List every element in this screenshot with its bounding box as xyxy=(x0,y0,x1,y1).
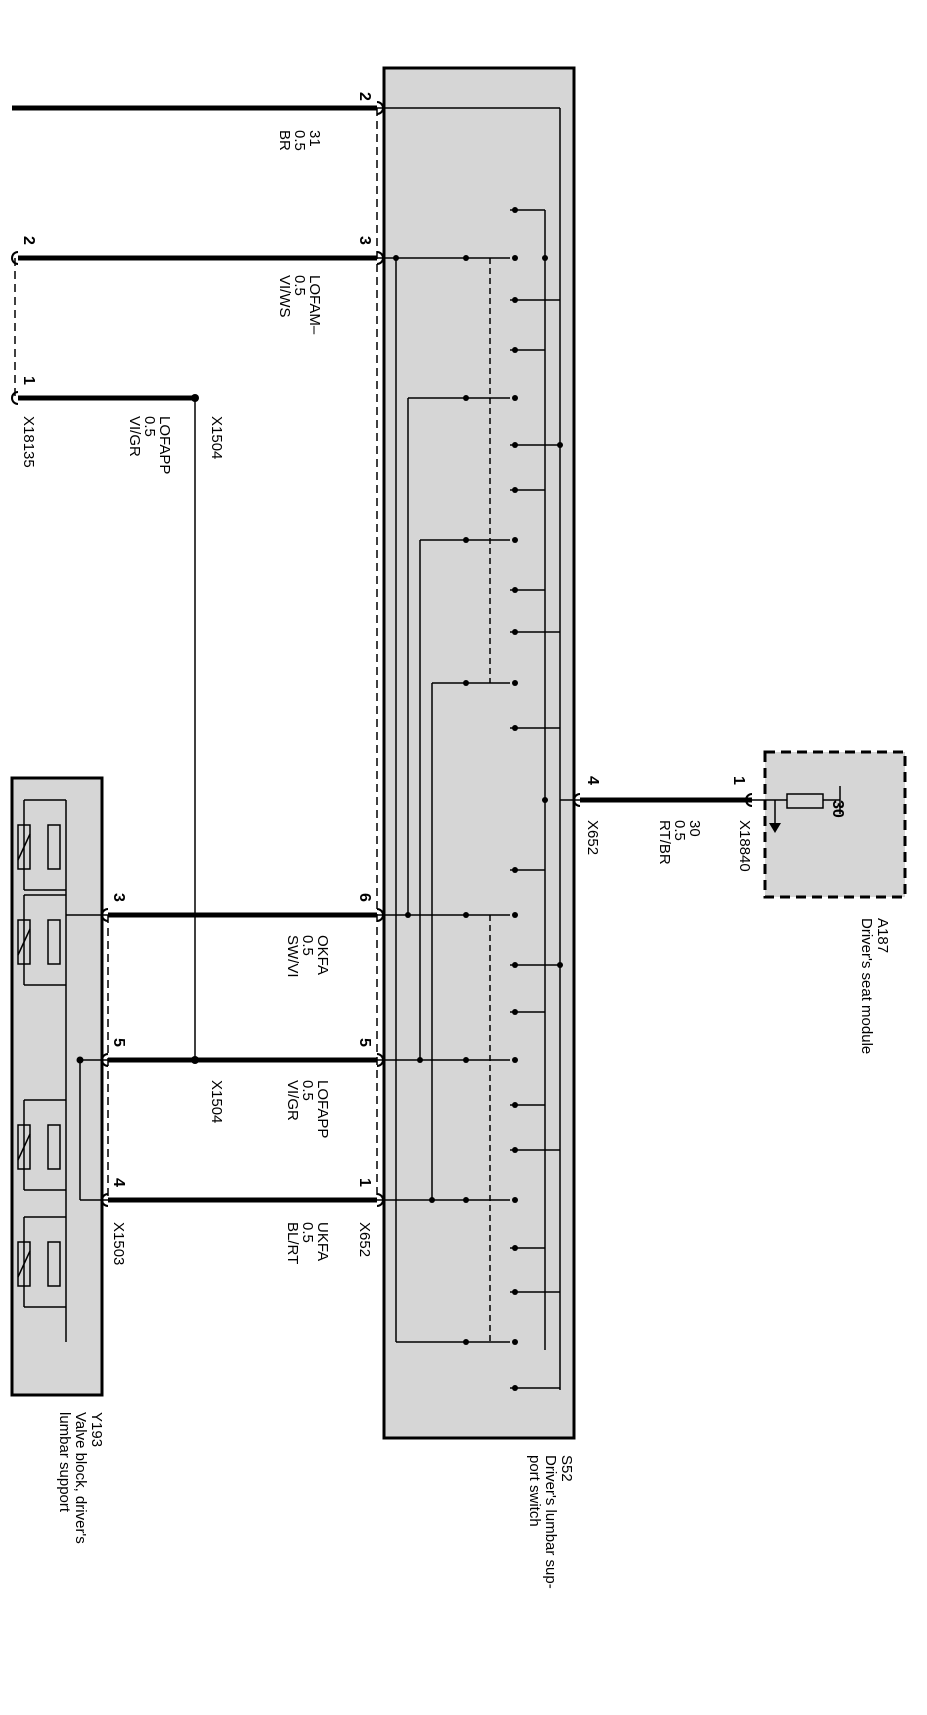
wire-lofam-size: 0.5 xyxy=(291,275,308,296)
s52-code: S52 xyxy=(558,1455,575,1482)
wire-lofapp-top-color: VI/GR xyxy=(126,416,143,457)
x1504-splice-top-dot xyxy=(191,394,199,402)
wire-lofapp-top-signal: LOFAPP xyxy=(156,416,173,474)
a187-name: Driver's seat module xyxy=(858,918,875,1054)
a187-terminal-30: 30 xyxy=(829,800,846,818)
pin-s52-1: 1 xyxy=(356,1178,373,1187)
x1504-splice-bottom-dot xyxy=(191,1056,199,1064)
connector-x1504-bottom: X1504 xyxy=(208,1080,225,1123)
wire-lofam-signal: LOFAM– xyxy=(306,275,323,335)
pin-y193-4: 4 xyxy=(110,1178,127,1187)
connector-pin-terminals xyxy=(11,101,753,1207)
y193-junction-dot xyxy=(76,1056,84,1064)
wire-31-color: BR xyxy=(276,130,293,151)
pin-y193-5: 5 xyxy=(110,1038,127,1047)
y193-name-line2: lumbar support xyxy=(56,1412,73,1513)
wire-lofapp-bottom-color: VI/GR xyxy=(284,1080,301,1121)
connector-x18840: X18840 xyxy=(736,820,753,872)
y193-valve-block-box xyxy=(10,776,104,1397)
wire-ukfa-size: 0.5 xyxy=(299,1222,316,1243)
connector-x1503: X1503 xyxy=(110,1222,127,1265)
pin-s52-3: 3 xyxy=(356,236,373,245)
wire-okfa-size: 0.5 xyxy=(299,935,316,956)
pin-s52-4: 4 xyxy=(584,776,601,785)
wire-ukfa-color: BL/RT xyxy=(284,1222,301,1264)
connector-x18135: X18135 xyxy=(20,416,37,468)
s52-name-line2: port switch xyxy=(526,1455,543,1527)
a187-code: A187 xyxy=(874,918,891,953)
wire-ukfa-signal: UKFA xyxy=(314,1222,331,1261)
s52-name-line1: Driver's lumbar sup- xyxy=(542,1455,559,1589)
wire-lofam-color: VI/WS xyxy=(276,275,293,318)
pin-s52-5: 5 xyxy=(356,1038,373,1047)
pin-s52-6: 6 xyxy=(356,893,373,902)
wire-30-size: 0.5 xyxy=(671,820,688,841)
a187-resistor xyxy=(752,786,841,825)
pin-x18135-2: 2 xyxy=(20,236,37,245)
connector-x1504-top: X1504 xyxy=(208,416,225,459)
wire-30-signal: 30 xyxy=(686,820,703,837)
pin-s52-2: 2 xyxy=(356,92,373,101)
wire-okfa-color: SW/VI xyxy=(284,935,301,978)
connector-x652-top: X652 xyxy=(584,820,601,855)
s52-switch-box xyxy=(382,66,576,1440)
connector-x652-bottom: X652 xyxy=(356,1222,373,1257)
wire-31-signal: 31 xyxy=(306,130,323,147)
wire-31-size: 0.5 xyxy=(291,130,308,151)
pin-x18135-1: 1 xyxy=(20,376,37,385)
a187-ground-arrow xyxy=(769,823,781,833)
s52-contact-dots xyxy=(393,207,563,1391)
pin-a187-1: 1 xyxy=(730,776,747,785)
y193-name-line1: Valve block, driver's xyxy=(72,1412,89,1544)
wire-okfa-signal: OKFA xyxy=(314,935,331,975)
y193-code: Y193 xyxy=(88,1412,105,1447)
pin-y193-3: 3 xyxy=(110,893,127,902)
wire-lofapp-top-size: 0.5 xyxy=(141,416,158,437)
wire-30-color: RT/BR xyxy=(656,820,673,865)
wire-lofapp-bottom-size: 0.5 xyxy=(299,1080,316,1101)
wire-lofapp-bottom-signal: LOFAPP xyxy=(314,1080,331,1138)
a187-seat-module-box xyxy=(763,750,907,899)
